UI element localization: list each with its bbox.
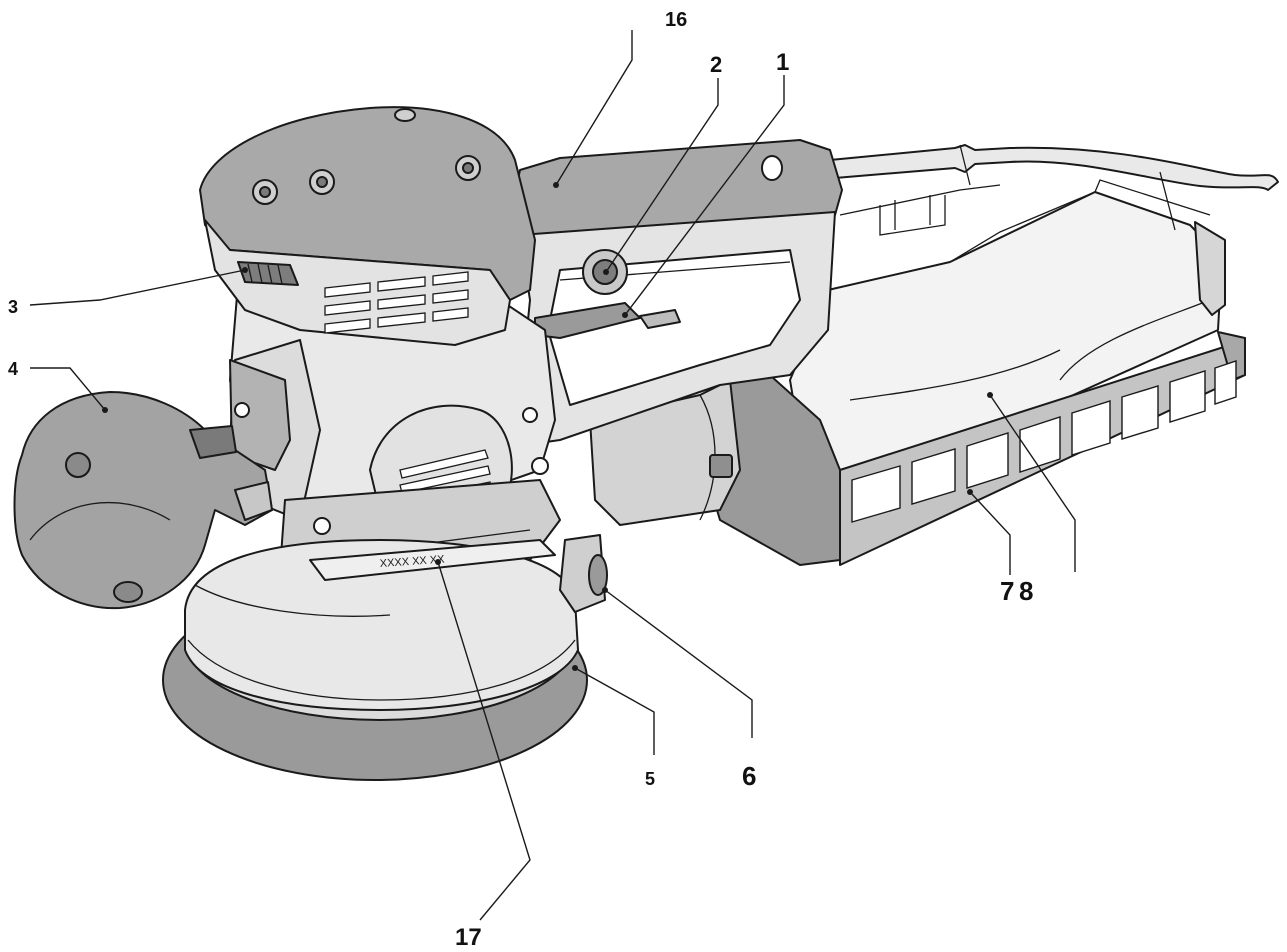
callout-17: 17 [455, 924, 482, 951]
serial-number-label: XXXX XX XX [379, 553, 445, 570]
callout-8: 8 [1019, 576, 1033, 606]
callout-2: 2 [710, 52, 722, 77]
leader-16 [555, 30, 633, 186]
callout-7: 7 [1000, 576, 1014, 606]
dust-extraction-nozzle [559, 534, 608, 613]
handle [509, 139, 843, 446]
leader-4 [30, 367, 106, 411]
callout-6: 6 [742, 761, 756, 791]
leader-2 [605, 78, 719, 273]
leader-17 [437, 561, 531, 921]
callout-16: 16 [665, 9, 687, 31]
callout-3: 3 [8, 297, 18, 317]
cover-vents [324, 271, 469, 334]
power-cord [829, 144, 1279, 231]
top-screws [252, 108, 481, 205]
leader-8 [989, 394, 1076, 572]
sanding-pad [162, 539, 588, 781]
callout-1: 1 [776, 49, 789, 76]
callout-labels: 16 2 1 3 4 5 6 7 8 17 [8, 9, 1033, 951]
dust-box [704, 179, 1246, 566]
callout-5: 5 [645, 769, 655, 789]
leader-7 [969, 491, 1011, 575]
dust-box-slots [851, 360, 1237, 523]
leader-lines [29, 30, 1076, 921]
speed-wheel [237, 261, 299, 286]
cord-clamp [839, 184, 1001, 236]
top-cover [199, 106, 536, 346]
leader-3 [29, 269, 246, 306]
leader-6 [604, 589, 753, 738]
callout-4: 4 [8, 359, 18, 379]
leader-1 [624, 75, 785, 316]
leader-5 [574, 667, 655, 755]
side-handle [13, 391, 273, 610]
